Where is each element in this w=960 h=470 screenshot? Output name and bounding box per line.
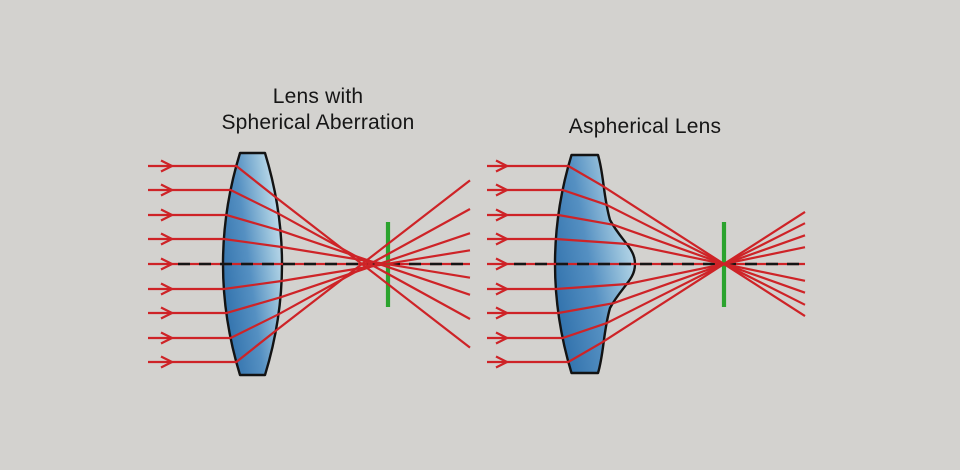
light-ray: [487, 234, 806, 315]
ray-arrowhead-icon: [495, 282, 510, 296]
ray-arrowhead-icon: [160, 183, 175, 197]
light-ray: [148, 208, 471, 340]
light-ray: [487, 246, 806, 291]
light-ray: [148, 188, 471, 320]
ray-arrowhead-icon: [495, 159, 510, 173]
light-ray: [487, 188, 806, 306]
ray-arrowhead-icon: [160, 232, 175, 246]
title-aspherical-line1: Aspherical Lens: [568, 115, 722, 138]
aspherical-lens-diagram: [487, 153, 806, 375]
ray-arrowhead-icon: [495, 232, 510, 246]
light-ray: [148, 213, 471, 296]
ray-arrowhead-icon: [160, 257, 175, 271]
spherical-lens-diagram: [148, 151, 471, 377]
ray-arrowhead-icon: [495, 183, 510, 197]
light-ray: [487, 213, 806, 294]
ray-arrowhead-icon: [495, 306, 510, 320]
light-ray: [148, 179, 471, 364]
ray-arrowhead-icon: [160, 282, 175, 296]
light-ray: [148, 237, 471, 279]
light-ray: [148, 164, 471, 349]
ray-arrowhead-icon: [495, 331, 510, 345]
title-spherical-line1: Lens with: [272, 85, 364, 108]
ray-arrowhead-icon: [160, 306, 175, 320]
light-ray: [148, 232, 471, 315]
light-ray: [487, 210, 806, 364]
light-ray: [487, 164, 806, 318]
ray-arrowhead-icon: [495, 208, 510, 222]
light-ray: [487, 222, 806, 340]
ray-arrowhead-icon: [160, 159, 175, 173]
ray-arrowhead-icon: [495, 257, 510, 271]
light-ray: [487, 237, 806, 282]
title-spherical-lens: Lens with Spherical Aberration: [221, 84, 414, 136]
ray-arrowhead-icon: [495, 355, 510, 369]
ray-arrowhead-icon: [160, 208, 175, 222]
ray-arrowhead-icon: [160, 331, 175, 345]
title-spherical-line2: Spherical Aberration: [221, 111, 415, 134]
title-aspherical-lens: Aspherical Lens: [569, 114, 721, 140]
ray-arrowhead-icon: [160, 355, 175, 369]
